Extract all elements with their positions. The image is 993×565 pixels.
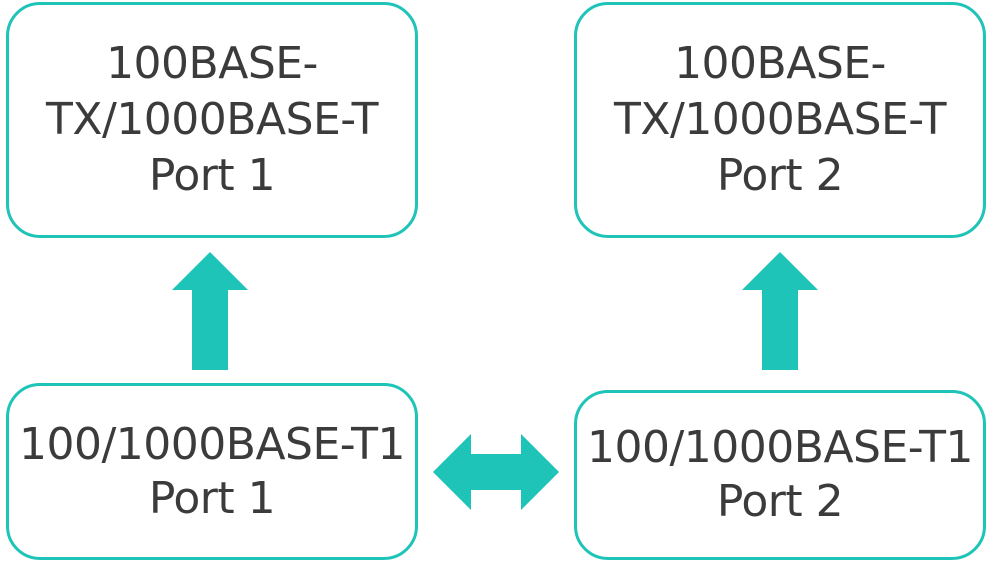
box-label-line: Port 1 — [148, 150, 276, 201]
box-label-line: TX/1000BASE-T — [613, 94, 947, 145]
box-tx-port-1: 100BASE- TX/1000BASE-T Port 1 — [6, 2, 418, 238]
box-label-line: Port 2 — [716, 150, 844, 201]
box-label-line: TX/1000BASE-T — [45, 94, 379, 145]
box-label-line: 100/1000BASE-T1 — [18, 418, 406, 470]
box-t1-port-2: 100/1000BASE-T1 Port 2 — [574, 390, 986, 560]
box-label-line: 100BASE- — [674, 38, 886, 89]
box-label-line: Port 2 — [716, 476, 844, 527]
arrow-left-right-icon — [433, 434, 559, 510]
arrow-up-icon — [172, 252, 248, 370]
box-label-line: Port 1 — [148, 472, 276, 524]
box-label-line: 100BASE- — [106, 38, 318, 89]
box-t1-port-1: 100/1000BASE-T1 Port 1 — [6, 383, 418, 560]
box-tx-port-2: 100BASE- TX/1000BASE-T Port 2 — [574, 2, 986, 238]
box-label-line: 100/1000BASE-T1 — [586, 422, 974, 473]
arrow-up-icon — [742, 252, 818, 370]
